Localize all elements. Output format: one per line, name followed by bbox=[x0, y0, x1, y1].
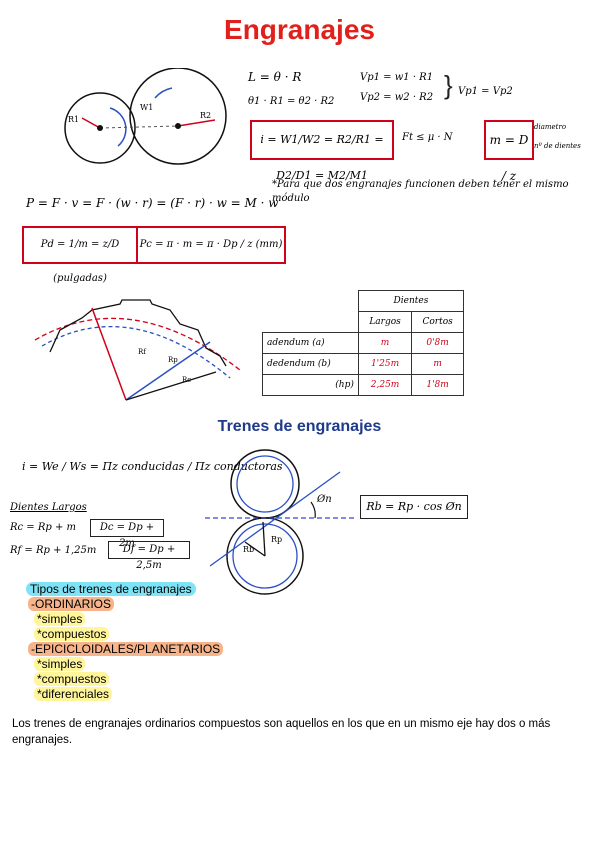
row-label: (hp) bbox=[262, 374, 359, 396]
dc-box: Dc = Dp + 2m bbox=[90, 519, 164, 549]
train-types-list: Tipos de trenes de engranajes -ORDINARIO… bbox=[26, 582, 224, 702]
label-rp2: Rp bbox=[271, 535, 282, 544]
eq-power: P = F · v = F · (w · r) = (F · r) · w = … bbox=[26, 196, 279, 210]
pc-box: Pc = π · m = π · Dp / z (mm) bbox=[136, 226, 286, 264]
eq-vp2: Vp2 = w2 · R2 bbox=[360, 92, 434, 103]
list-item: -EPICICLOIDALES/PLANETARIOS bbox=[28, 642, 224, 656]
label-rc: Rc bbox=[182, 376, 191, 384]
label-r1: R1 bbox=[68, 115, 79, 124]
ratio-box: i = W1/W2 = R2/R1 = D2/D1 = M2/M1 bbox=[250, 120, 394, 182]
gear-teeth-diagram: Rf Rp Rc bbox=[34, 299, 241, 401]
meshing-gears-diagram: Øn Rb Rp bbox=[205, 449, 355, 595]
rf-eq: Rf = Rp + 1,25m bbox=[10, 545, 97, 556]
rb-box: Rb = Rp · cos Øn bbox=[360, 495, 468, 519]
list-item: *compuestos bbox=[34, 672, 110, 686]
eq-vp1: Vp1 = w1 · R1 bbox=[360, 72, 434, 83]
list-item: *simples bbox=[34, 612, 86, 626]
rc-eq: Rc = Rp + m bbox=[10, 522, 77, 533]
label-rf: Rf bbox=[138, 348, 147, 356]
cell-cortos: 1'8m bbox=[411, 374, 464, 396]
table-header-cortos: Cortos bbox=[411, 311, 464, 333]
table-header-largos: Largos bbox=[357, 311, 413, 333]
cell-largos: m bbox=[357, 332, 413, 354]
table-row: (hp) 2,25m 1'8m bbox=[262, 374, 464, 396]
module-note: *Para que dos engranajes funcionen deben… bbox=[272, 179, 569, 204]
cell-cortos: m bbox=[411, 353, 464, 375]
dientes-largos-label: Dientes Largos bbox=[10, 502, 87, 513]
table-row: adendum (a) m 0'8m bbox=[262, 332, 464, 354]
cell-cortos: 0'8m bbox=[411, 332, 464, 354]
list-item: *simples bbox=[34, 657, 86, 671]
body-paragraph: Los trenes de engranajes ordinarios comp… bbox=[12, 718, 551, 746]
label-phi: Øn bbox=[316, 494, 332, 505]
train-ratio-eq: i = We / Ws = Πz conducidas / Πz conduct… bbox=[22, 460, 283, 473]
eq-vp-equal: Vp1 = Vp2 bbox=[458, 86, 513, 97]
label-r2: R2 bbox=[200, 111, 211, 120]
module-note-d: diametro bbox=[534, 123, 567, 131]
list-item: *diferenciales bbox=[34, 687, 113, 701]
df-box: Df = Dp + 2,5m bbox=[108, 541, 190, 571]
row-label: adendum (a) bbox=[262, 332, 359, 354]
eq-ft: Ft ≤ μ · N bbox=[402, 132, 453, 143]
label-rb: Rb bbox=[243, 545, 254, 554]
table-caption: Dientes bbox=[357, 290, 465, 312]
module-box: m = D / z bbox=[484, 120, 534, 183]
page-title: Engranajes bbox=[224, 14, 375, 45]
row-label: dedendum (b) bbox=[262, 353, 359, 375]
label-rp: Rp bbox=[168, 356, 178, 364]
teeth-table: Dientes Largos Cortos adendum (a) m 0'8m… bbox=[262, 290, 465, 396]
cell-largos: 2,25m bbox=[357, 374, 413, 396]
table-row: dedendum (b) 1'25m m bbox=[262, 353, 464, 375]
list-item: *compuestos bbox=[34, 627, 110, 641]
eq-L: L = θ · R bbox=[248, 70, 302, 84]
list-header: Tipos de trenes de engranajes bbox=[26, 582, 196, 596]
eq-theta: θ1 · R1 = θ2 · R2 bbox=[248, 96, 335, 107]
list-item: -ORDINARIOS bbox=[28, 597, 115, 611]
section-title: Trenes de engranajes bbox=[217, 418, 382, 435]
brace: } bbox=[444, 70, 453, 100]
gear-pair-diagram: R1 R2 W1 bbox=[64, 68, 227, 165]
pd-box: Pd = 1/m = z/D (pulgadas) bbox=[22, 226, 138, 284]
cell-largos: 1'25m bbox=[357, 353, 413, 375]
module-note-z: nº de dientes bbox=[534, 142, 581, 150]
label-w1: W1 bbox=[140, 103, 153, 112]
